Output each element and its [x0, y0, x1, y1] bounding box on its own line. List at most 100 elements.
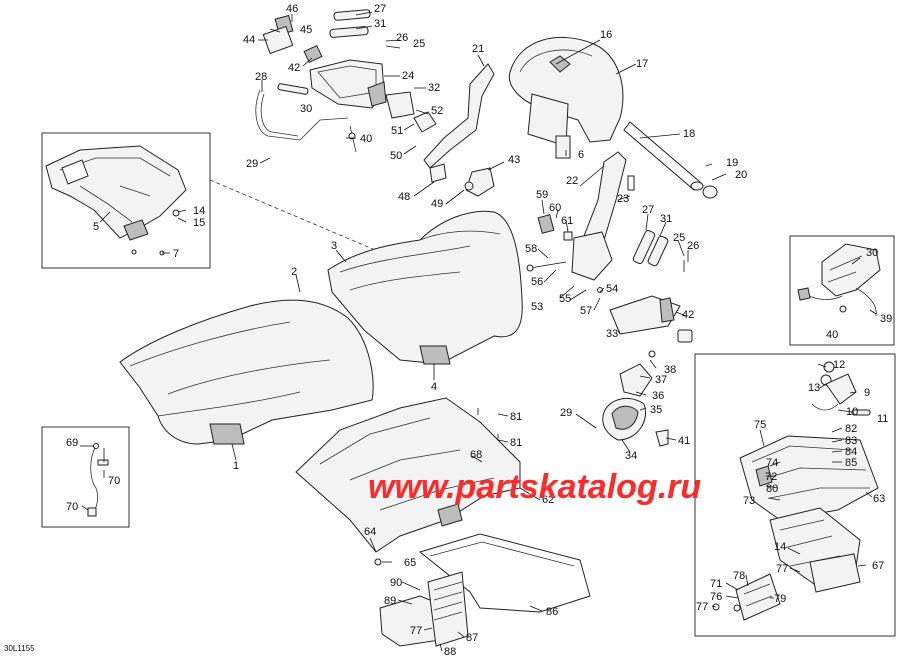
callout-27: 27	[374, 3, 386, 15]
callout-32: 32	[428, 82, 440, 94]
callout-67: 67	[872, 560, 884, 572]
callout-41: 41	[678, 435, 690, 447]
support-bracket-group	[526, 151, 635, 293]
callout-76: 76	[710, 591, 722, 603]
projection-line-seat-base	[209, 179, 381, 253]
leader-lines	[80, 11, 877, 652]
callout-45: 45	[300, 24, 312, 36]
callout-69: 69	[66, 437, 78, 449]
callout-58: 58	[525, 243, 537, 255]
callout-30-inset: 30	[866, 247, 878, 259]
storage-tray-assembly	[295, 397, 521, 566]
callout-82: 82	[845, 423, 857, 435]
backrest-pad-group	[508, 37, 718, 199]
callout-74: 74	[766, 457, 778, 469]
callout-89: 89	[384, 595, 396, 607]
callout-10: 10	[846, 406, 858, 418]
callout-31: 31	[374, 18, 386, 30]
callout-25-right: 25	[673, 232, 685, 244]
callout-27-right: 27	[642, 204, 654, 216]
callout-2: 2	[291, 266, 297, 278]
callout-29: 29	[246, 158, 258, 170]
callout-28: 28	[255, 71, 267, 83]
callout-6: 6	[578, 149, 584, 161]
callout-77-inset: 77	[776, 563, 788, 575]
callout-3: 3	[331, 240, 337, 252]
callout-77-cover: 77	[410, 625, 422, 637]
callout-79: 79	[774, 593, 786, 605]
callout-60: 60	[549, 202, 561, 214]
callout-14: 14	[193, 205, 205, 217]
callout-17: 17	[636, 58, 648, 70]
callout-56: 56	[531, 276, 543, 288]
callout-40: 40	[360, 133, 372, 145]
callout-26: 26	[396, 32, 408, 44]
seat-assembly	[119, 210, 523, 445]
callout-25: 25	[413, 38, 425, 50]
callout-44: 44	[243, 34, 255, 46]
callout-71: 71	[710, 578, 722, 590]
callout-77-bottom: 77	[696, 601, 708, 613]
callout-33: 33	[606, 328, 618, 340]
callout-48: 48	[398, 191, 410, 203]
callout-26-right: 26	[687, 240, 699, 252]
callout-37: 37	[655, 374, 667, 386]
callout-87: 87	[466, 632, 478, 644]
callout-63: 63	[873, 493, 885, 505]
callout-21: 21	[472, 43, 484, 55]
callout-18: 18	[683, 128, 695, 140]
callout-52: 52	[431, 105, 443, 117]
callout-90: 90	[390, 577, 402, 589]
callout-12: 12	[833, 359, 845, 371]
callout-55: 55	[559, 293, 571, 305]
callout-42: 42	[288, 62, 300, 74]
callout-57: 57	[580, 305, 592, 317]
grab-handle-group	[602, 229, 693, 447]
handle-inset-assembly	[797, 243, 881, 317]
callout-29-right: 29	[560, 407, 572, 419]
callout-59: 59	[536, 189, 548, 201]
floor-mat-and-cover	[379, 533, 591, 647]
callout-81-upper: 81	[510, 411, 522, 423]
callout-5: 5	[93, 221, 99, 233]
callout-20: 20	[735, 169, 747, 181]
callout-78: 78	[733, 570, 745, 582]
callout-73: 73	[743, 495, 755, 507]
callout-30: 30	[300, 103, 312, 115]
callout-42-right: 42	[682, 309, 694, 321]
callout-38: 38	[664, 364, 676, 376]
callout-80: 80	[766, 483, 778, 495]
callout-22: 22	[566, 175, 578, 187]
callout-19: 19	[726, 157, 738, 169]
seat-base-assembly	[45, 145, 187, 256]
callout-13: 13	[808, 382, 820, 394]
callout-39: 39	[880, 313, 892, 325]
callout-53: 53	[531, 301, 543, 313]
callout-85: 85	[845, 457, 857, 469]
callout-7: 7	[173, 248, 179, 260]
document-code: 30L1155	[4, 644, 35, 653]
callout-40-inset: 40	[826, 329, 838, 341]
callout-43: 43	[508, 154, 520, 166]
callout-24: 24	[402, 70, 414, 82]
callout-70-upper: 70	[108, 475, 120, 487]
callout-15: 15	[193, 217, 205, 229]
callout-23: 23	[617, 193, 629, 205]
callout-81-lower: 81	[510, 437, 522, 449]
callout-70-lower: 70	[66, 501, 78, 513]
callout-51: 51	[391, 125, 403, 137]
callout-14-inset: 14	[774, 541, 786, 553]
watermark-text: www.partskatalog.ru	[368, 468, 702, 506]
callout-61: 61	[561, 215, 573, 227]
callout-62: 62	[542, 494, 554, 506]
seat-bracket-group	[413, 63, 495, 197]
callout-16: 16	[600, 29, 612, 41]
callout-46: 46	[286, 3, 298, 15]
inset-wiring-frame	[41, 426, 130, 528]
callout-50: 50	[390, 150, 402, 162]
callout-34: 34	[625, 450, 637, 462]
callout-88: 88	[444, 646, 456, 657]
callout-86: 86	[546, 606, 558, 618]
callout-labels: 46 45 44 42 27 31 26 25 24 28 30 32 52 5…	[66, 3, 892, 657]
